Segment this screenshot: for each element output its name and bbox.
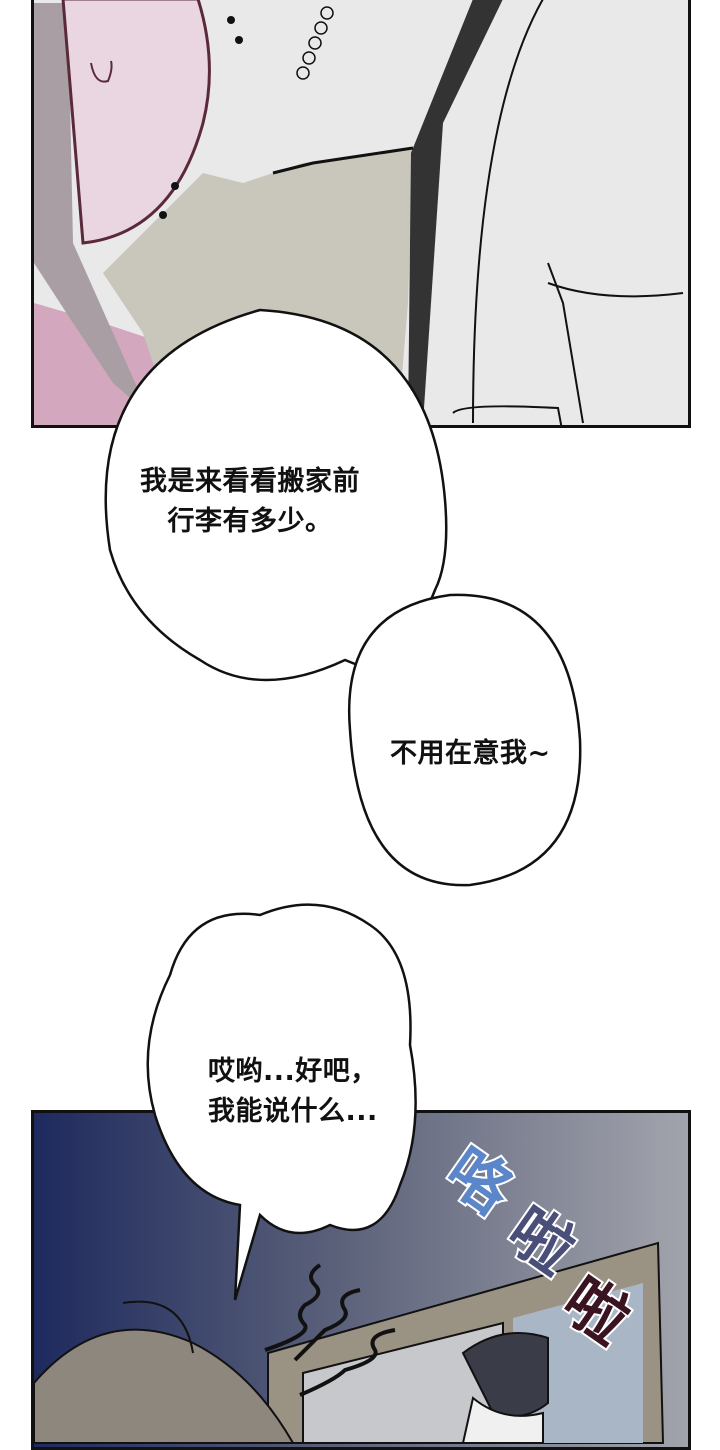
bubble-2-text: 不用在意我~ [390, 738, 551, 769]
speech-bubble-2 [347, 593, 582, 887]
shiver-marks [264, 1263, 396, 1397]
bubble-3-text: 哎哟...好吧， 我能说什么... [208, 1056, 378, 1127]
speech-bubble-1 [104, 308, 448, 682]
bubble-1-text: 我是来看看搬家前 行李有多少。 [140, 466, 360, 537]
speech-bubble-3 [146, 903, 417, 1301]
